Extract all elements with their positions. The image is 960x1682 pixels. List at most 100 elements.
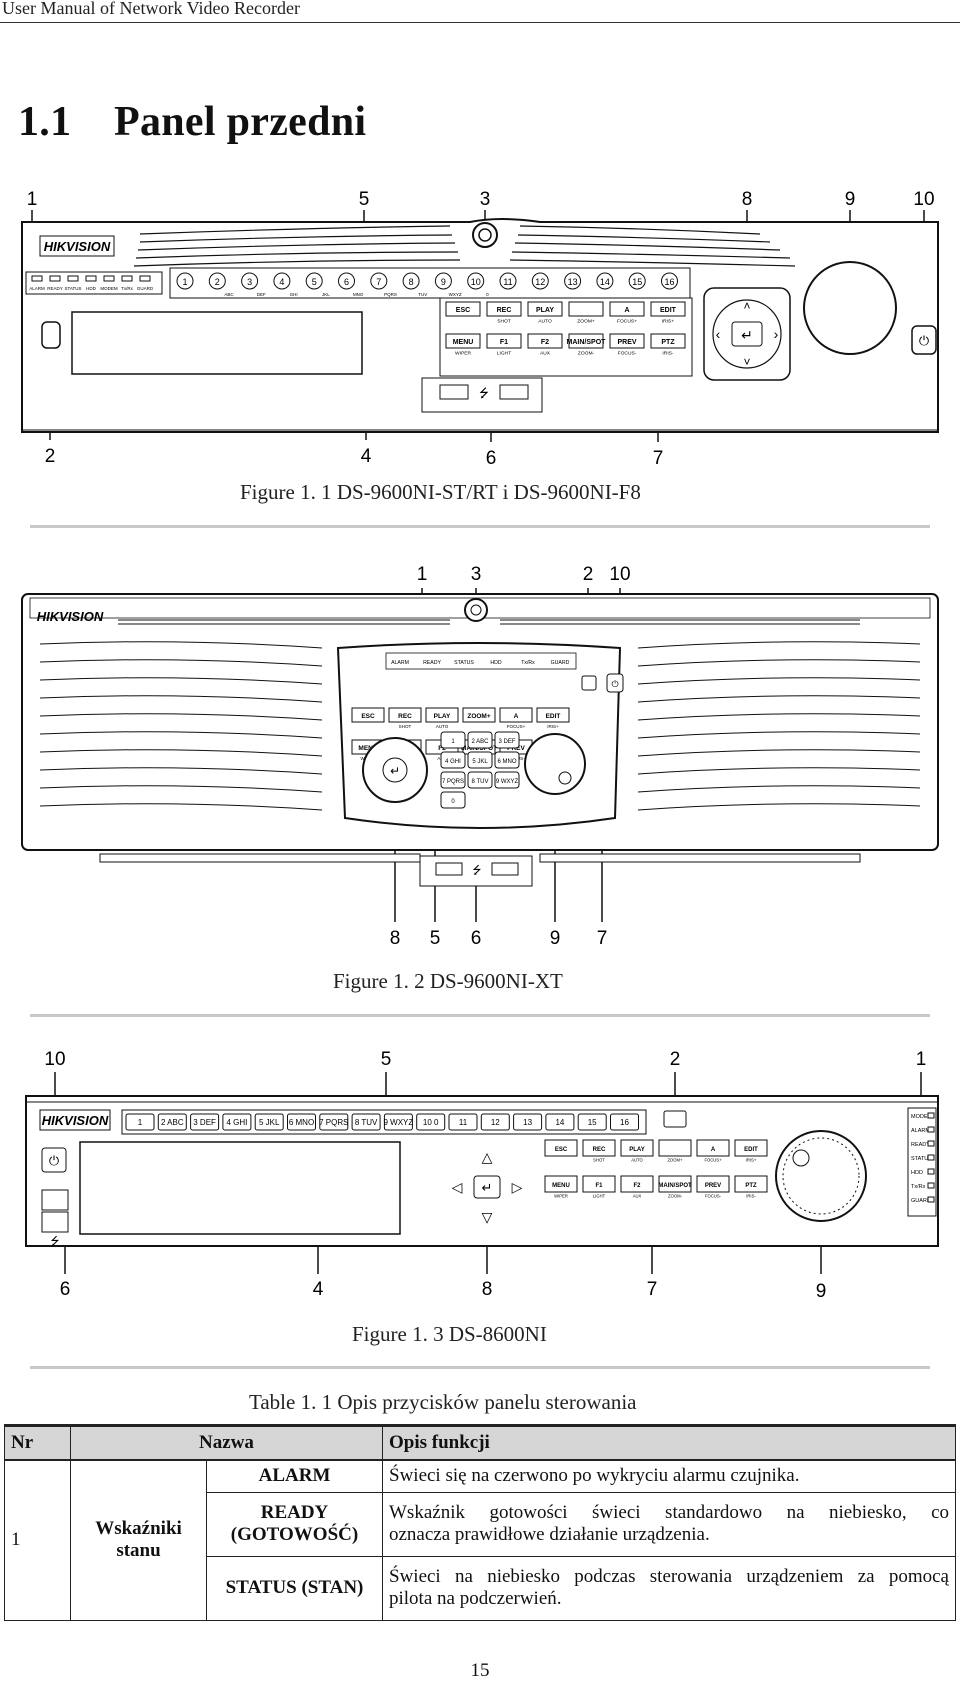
callout: 3 (480, 189, 491, 210)
number-label: 10 (471, 277, 481, 287)
callout: 6 (486, 448, 497, 469)
key-sub-label: IRIS+ (746, 1157, 757, 1162)
control-key (620, 1175, 654, 1193)
number-button (628, 272, 646, 290)
led-label: GUARD (911, 1198, 931, 1204)
svg-text:△: △ (482, 1149, 493, 1165)
number-button (157, 1113, 187, 1131)
number-label: 15 (588, 1118, 597, 1127)
number-label: 6 MNO (289, 1118, 314, 1127)
key-label: EDIT (744, 1147, 758, 1153)
number-label: 14 (600, 277, 610, 287)
led (927, 1196, 935, 1203)
number-button (661, 272, 678, 290)
number-label: 8 TUV (355, 1118, 378, 1127)
key-sub-label: ZOOM- (578, 350, 595, 356)
keypad-label: 4 GHI (445, 759, 461, 765)
svg-text:‹: ‹ (716, 326, 721, 342)
keypad-label: 6 MNO (497, 759, 516, 765)
number-sub-label: GHI (290, 292, 298, 297)
svg-text:⭍: ⭍ (472, 864, 481, 877)
callout: 6 (60, 1279, 71, 1300)
key-label: MAIN/SPOT (567, 339, 607, 346)
number-button (499, 272, 517, 290)
desc-line: Świeci na niebiesko podczas sterowania u… (389, 1566, 949, 1587)
key-sub-label: AUTO (436, 724, 449, 729)
keypad-label: 7 PQRS (442, 779, 464, 785)
number-button (531, 272, 549, 290)
key-label: PTZ (661, 339, 675, 346)
callout: 9 (550, 928, 561, 949)
number-button (208, 272, 226, 290)
key-label: REC (398, 713, 412, 720)
keypad-key (440, 751, 466, 769)
number-label: 11 (503, 277, 512, 287)
led-label: ALARM (391, 660, 409, 666)
key-sub-label: AUTO (631, 1157, 643, 1162)
callout: 5 (381, 1049, 392, 1070)
key-sub-label: FOCUS- (618, 350, 637, 356)
key-sub-label: LIGHT (497, 350, 511, 356)
control-key (658, 1175, 692, 1193)
keypad-label: 0 (451, 799, 455, 805)
key-label: PREV (705, 1183, 721, 1189)
item-name: ALARM (206, 1459, 383, 1493)
key-label: F2 (633, 1183, 641, 1189)
key-label: F2 (438, 745, 446, 752)
keypad-key (494, 771, 520, 789)
led-label: ALARM (29, 286, 45, 291)
led (927, 1182, 935, 1189)
number-label: 16 (620, 1118, 629, 1127)
key-sub-label: FOCUS+ (507, 724, 526, 729)
control-key (486, 333, 522, 349)
number-button (513, 1113, 543, 1131)
number-button (383, 1113, 413, 1131)
control-key (696, 1139, 730, 1157)
number-label: 5 JKL (259, 1118, 280, 1127)
number-button (125, 1113, 155, 1131)
key-sub-label: SHOT (497, 318, 511, 324)
keypad-label: 5 JKL (472, 759, 488, 765)
item-description: Świeci na niebiesko podczas sterowania u… (382, 1555, 956, 1621)
control-key (351, 707, 385, 723)
number-sub-label: 0 (486, 292, 489, 297)
keypad-key (467, 751, 493, 769)
name-line: READY (260, 1502, 329, 1523)
svg-text:◁: ◁ (452, 1179, 463, 1195)
key-label: MAIN/SPOT (658, 1183, 692, 1189)
callout: 4 (361, 446, 372, 467)
control-key (734, 1175, 768, 1193)
callout: 8 (390, 928, 401, 949)
key-sub-label: WIPER (455, 350, 471, 356)
number-sub-label: MNO (353, 292, 364, 297)
page-number: 15 (470, 1660, 490, 1681)
number-button (434, 272, 452, 290)
keypad-key (440, 771, 466, 789)
number-button (448, 1113, 478, 1131)
power-icon: ⏻ (919, 333, 929, 348)
number-button (545, 1113, 575, 1131)
callout: 9 (816, 1281, 827, 1302)
control-key (544, 1175, 578, 1193)
callout: 7 (597, 928, 608, 949)
key-sub-label: ZOOM+ (577, 318, 595, 324)
number-label: 12 (491, 1118, 500, 1127)
led-label: STATUS (454, 660, 474, 666)
control-key (582, 1139, 616, 1157)
led-label: STATUS (911, 1156, 932, 1162)
key-label: EDIT (546, 713, 561, 720)
header-name: Nazwa (70, 1424, 383, 1461)
control-key (445, 301, 481, 317)
number-label: 2 (215, 277, 220, 287)
led-label: STATUS (64, 286, 81, 291)
number-label: 7 (376, 277, 381, 287)
control-key (650, 301, 686, 317)
header-nr: Nr (4, 1424, 71, 1461)
header-rule (0, 22, 960, 23)
figure-2-ds9600ni-xt-drawing: 1 3 2 10 8 5 6 9 7 HIKVISION ALARM READY… (21, 564, 939, 949)
keypad-key (440, 791, 466, 809)
led (927, 1168, 935, 1175)
